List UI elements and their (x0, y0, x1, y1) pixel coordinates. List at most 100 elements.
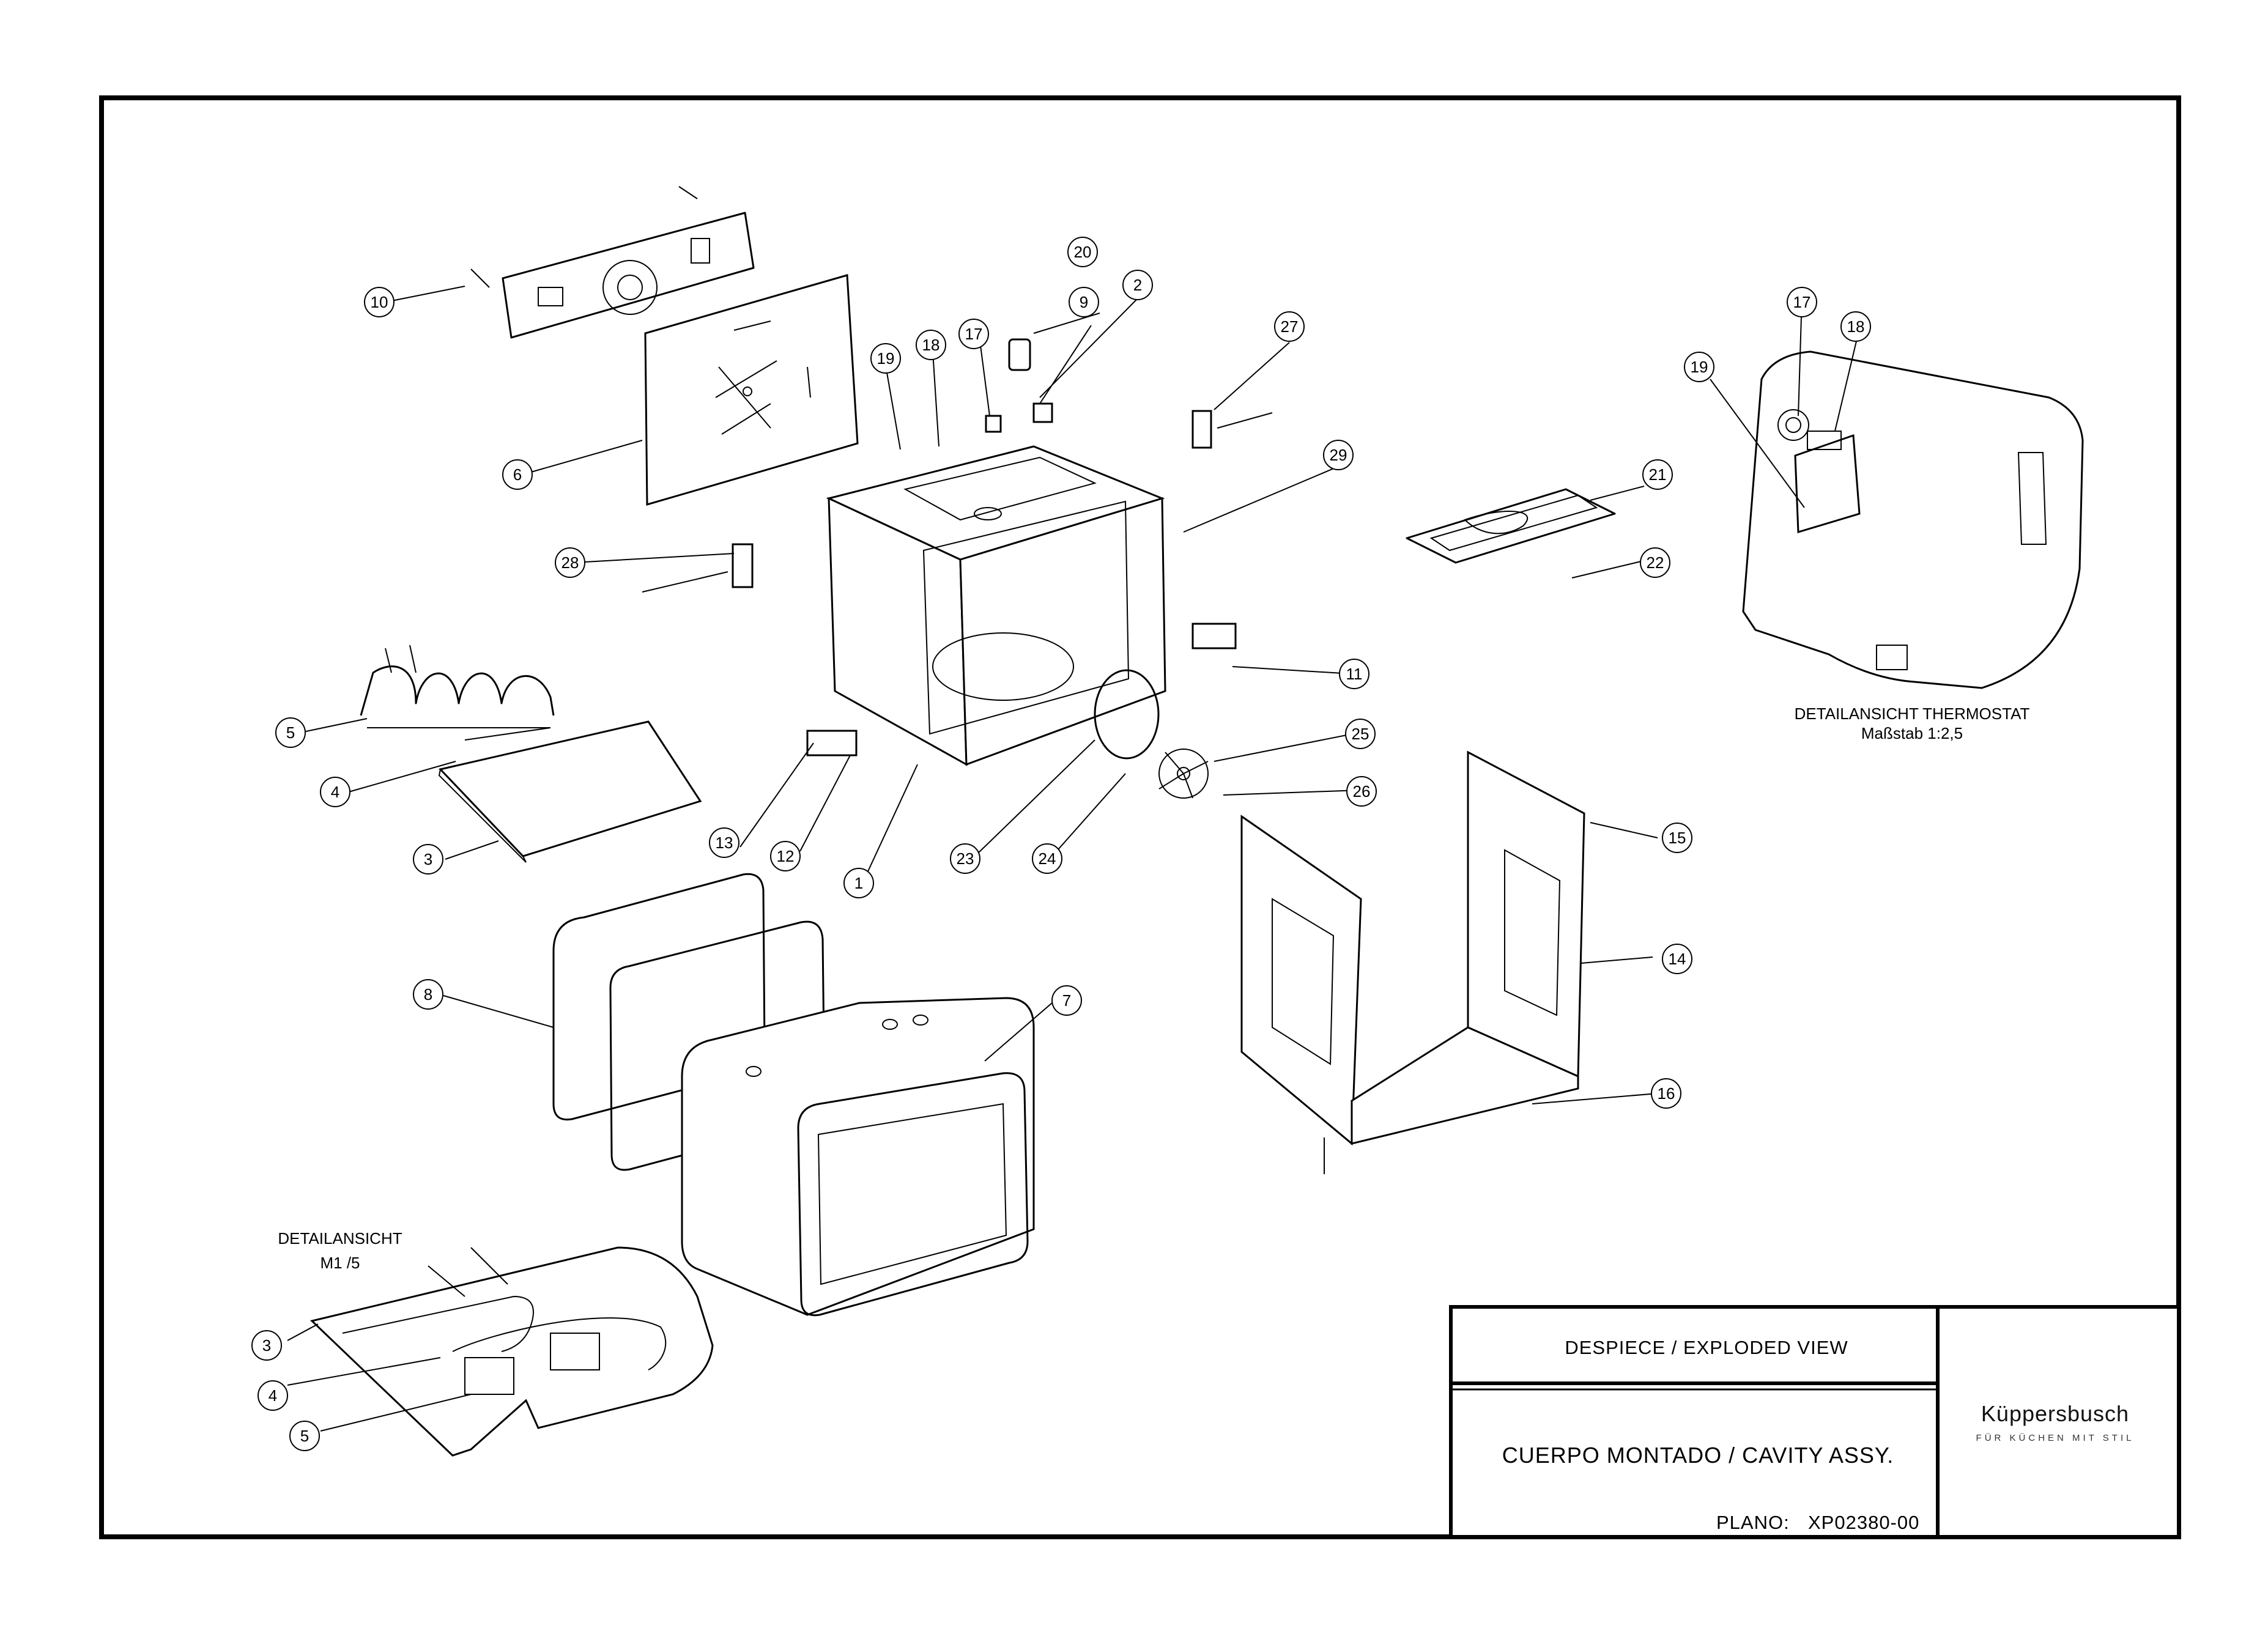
callout-29: 29 (1323, 440, 1354, 470)
svg-text:18: 18 (922, 336, 940, 354)
title-block (1449, 1305, 2181, 1539)
callout-3: 3 (413, 844, 443, 875)
svg-text:24: 24 (1039, 849, 1056, 868)
callout-21: 21 (1642, 459, 1673, 490)
svg-text:22: 22 (1647, 553, 1664, 572)
callout-7: 7 (1051, 985, 1082, 1016)
svg-text:29: 29 (1330, 446, 1347, 464)
part-oven-cavity (826, 445, 1166, 766)
svg-text:4: 4 (269, 1386, 277, 1405)
part-fan (1158, 749, 1209, 799)
callout-25: 25 (1345, 719, 1376, 749)
detail-thermostat-view (1742, 350, 2084, 689)
callout-15: 15 (1662, 823, 1692, 853)
detail-heater-note-line2: M1 /5 (320, 1254, 360, 1272)
callout-19: 19 (870, 343, 901, 374)
part-side-brackets (642, 543, 858, 756)
part-thermostat-small (985, 338, 1053, 433)
callout-16: 16 (1651, 1078, 1681, 1109)
svg-text:17: 17 (1793, 293, 1811, 311)
detail-heater-view (309, 1246, 714, 1457)
callout-9: 9 (1069, 287, 1099, 317)
drawing-title: DESPIECE / EXPLODED VIEW (1565, 1337, 1848, 1358)
svg-text:19: 19 (1691, 358, 1708, 376)
svg-text:3: 3 (424, 850, 432, 868)
svg-text:2: 2 (1133, 276, 1142, 294)
callout-22: 22 (1640, 547, 1670, 578)
svg-text:20: 20 (1074, 243, 1092, 261)
svg-text:11: 11 (1346, 665, 1363, 683)
callout-2: 2 (1122, 270, 1153, 300)
callout-23: 23 (950, 843, 980, 874)
part-top-heater (1406, 488, 1616, 564)
callout-14: 14 (1662, 944, 1692, 974)
part-right-bracket (1191, 623, 1237, 649)
thermostat-callout-19: 19 (1684, 352, 1714, 382)
svg-text:14: 14 (1669, 950, 1686, 968)
svg-text:17: 17 (965, 325, 983, 343)
svg-text:19: 19 (877, 349, 895, 368)
brand-tagline: FÜR KÜCHEN MIT STIL (1976, 1432, 2135, 1443)
callout-1: 1 (843, 868, 874, 898)
svg-text:10: 10 (371, 293, 388, 311)
callout-28: 28 (555, 547, 585, 578)
callout-11: 11 (1339, 659, 1369, 689)
callout-20: 20 (1067, 237, 1098, 267)
detail-thermostat-note-line2: Maßstab 1:2,5 (1861, 724, 1963, 742)
svg-text:3: 3 (262, 1336, 271, 1355)
svg-text:5: 5 (286, 723, 295, 742)
callout-18: 18 (916, 330, 946, 360)
part-outer-casing (681, 997, 1035, 1317)
detail-callout-5: 5 (289, 1421, 320, 1451)
brand-logo: Küppersbusch (1981, 1401, 2129, 1426)
svg-text:23: 23 (957, 849, 974, 868)
plan-number: XP02380-00 (1808, 1512, 1919, 1533)
leader-lines (287, 286, 1857, 1432)
svg-text:12: 12 (777, 847, 795, 865)
plan-label: PLANO: (1716, 1512, 1790, 1533)
callout-8: 8 (413, 979, 443, 1010)
callout-26: 26 (1346, 776, 1377, 807)
svg-text:13: 13 (716, 834, 733, 852)
part-hinge-bracket (1191, 410, 1273, 449)
detail-callout-4: 4 (258, 1380, 288, 1411)
svg-text:1: 1 (854, 874, 863, 892)
callout-17: 17 (958, 319, 989, 349)
detail-thermostat-note-line1: DETAILANSICHT THERMOSTAT (1795, 705, 2030, 723)
part-bottom-heater (360, 645, 555, 728)
part-bottom-plate (438, 720, 702, 863)
callout-13: 13 (709, 827, 739, 858)
callout-27: 27 (1274, 311, 1305, 342)
callout-10: 10 (364, 287, 395, 317)
svg-text:5: 5 (300, 1427, 309, 1445)
callout-5: 5 (275, 717, 306, 748)
thermostat-callout-17: 17 (1787, 287, 1817, 317)
svg-text:28: 28 (561, 553, 579, 572)
svg-text:16: 16 (1658, 1084, 1675, 1103)
svg-text:18: 18 (1847, 317, 1865, 336)
svg-text:7: 7 (1062, 991, 1071, 1010)
drawing-frame (99, 95, 2181, 1539)
svg-text:6: 6 (513, 465, 522, 484)
callout-4: 4 (320, 777, 350, 807)
svg-text:15: 15 (1669, 829, 1686, 847)
svg-text:25: 25 (1352, 725, 1369, 743)
drawing-subtitle: CUERPO MONTADO / CAVITY ASSY. (1502, 1443, 1894, 1468)
callout-6: 6 (502, 459, 533, 490)
svg-text:27: 27 (1281, 317, 1299, 336)
svg-text:9: 9 (1080, 293, 1088, 311)
svg-text:8: 8 (424, 985, 432, 1004)
detail-heater-note-line1: DETAILANSICHT (278, 1229, 402, 1248)
part-ring-heater (1094, 669, 1160, 760)
svg-text:4: 4 (331, 783, 339, 801)
part-chassis-frame (1240, 750, 1585, 1174)
callout-12: 12 (770, 841, 801, 871)
part-back-panel (644, 274, 859, 506)
svg-text:26: 26 (1353, 782, 1371, 801)
detail-callout-3: 3 (251, 1330, 282, 1361)
part-rear-plate (470, 186, 755, 339)
svg-text:21: 21 (1649, 465, 1667, 484)
thermostat-callout-18: 18 (1840, 311, 1871, 342)
callout-24: 24 (1032, 843, 1062, 874)
